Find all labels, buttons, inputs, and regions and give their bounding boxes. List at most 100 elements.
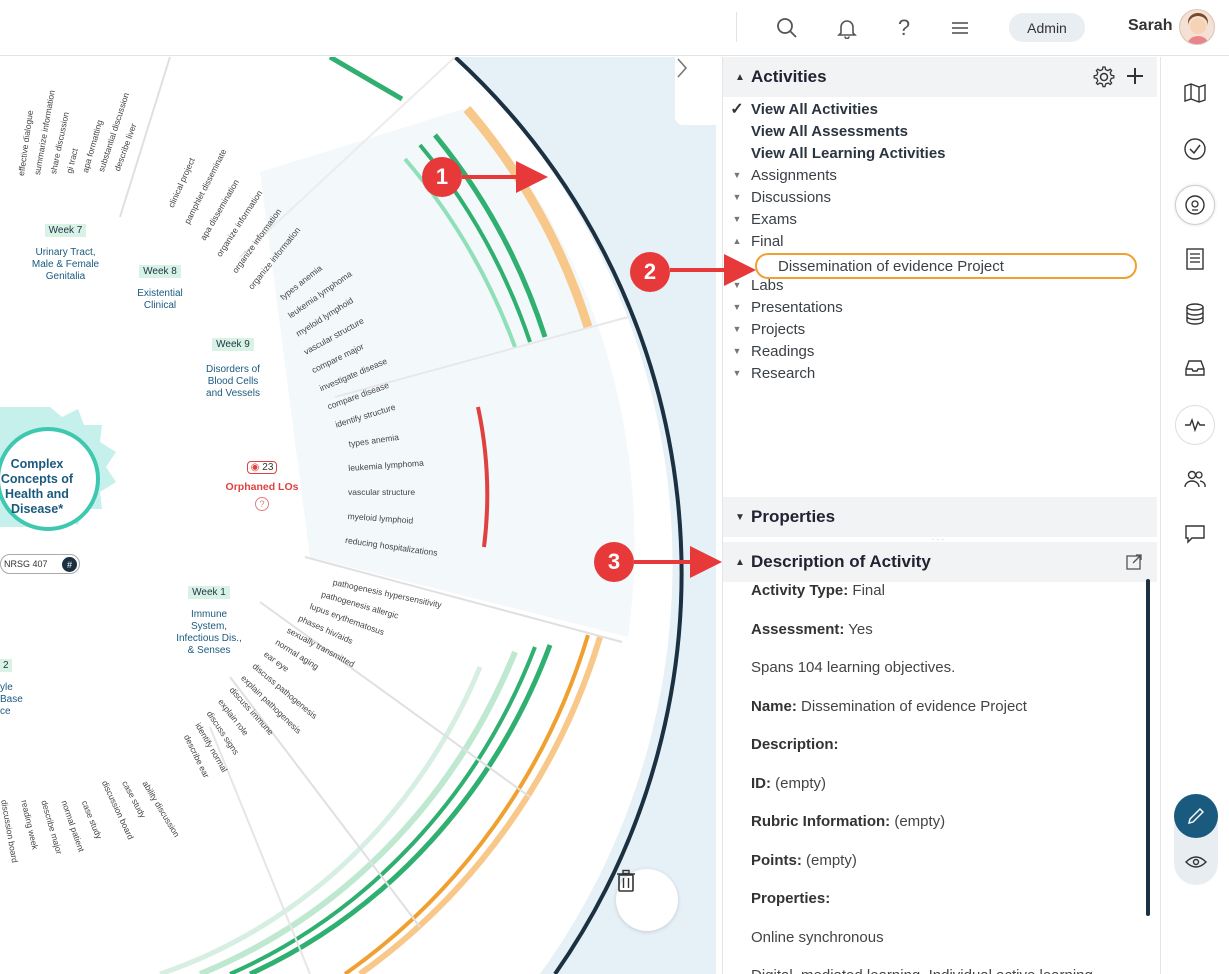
week-topic: Genitalia (45, 271, 86, 282)
week-topic: Existential (137, 288, 183, 299)
description-value: Final (848, 582, 885, 599)
week-9-group[interactable]: Week 9 Disorders of Blood Cells and Vess… (193, 334, 273, 400)
callout-2: 2 (630, 252, 670, 292)
check-icon: ✓ (730, 101, 744, 118)
activity-item[interactable]: View All Learning Activities (723, 142, 1157, 164)
callout-1: 1 (422, 157, 462, 197)
description-line: Rubric Information: (empty) (751, 813, 945, 830)
brain-icon[interactable] (1175, 185, 1215, 225)
view-mode-button[interactable] (1174, 842, 1218, 882)
activity-item[interactable]: ▲Final (723, 230, 1157, 252)
week-badge: 2 (0, 659, 12, 672)
week-badge: Week 1 (188, 586, 230, 599)
description-header[interactable]: ▲ Description of Activity (723, 542, 1157, 582)
activity-item-label: Discussions (751, 188, 832, 206)
help-icon[interactable]: ? (889, 13, 919, 43)
bell-icon[interactable] (832, 13, 862, 43)
week-topic: Clinical (143, 300, 177, 311)
inbox-icon[interactable] (1175, 348, 1215, 388)
activity-item[interactable]: ▼Readings (723, 340, 1157, 362)
activity-item[interactable]: ▼Projects (723, 318, 1157, 340)
description-line: Assessment: Yes (751, 621, 873, 638)
map-icon[interactable] (1175, 73, 1215, 113)
week-8-group[interactable]: Week 8 Existential Clinical (120, 261, 200, 312)
activities-title: Activities (751, 67, 827, 86)
week-7-group[interactable]: Week 7 Urinary Tract, Male & Female Geni… (18, 220, 113, 283)
activity-item[interactable]: ▼ Presentations (723, 296, 1157, 318)
tool-rail (1160, 57, 1229, 974)
properties-title: Properties (751, 507, 836, 526)
week-2-group[interactable]: 2 yle Base ce (0, 655, 30, 718)
activity-item[interactable]: ▼Assignments (723, 164, 1157, 186)
activity-item-label: View All Learning Activities (751, 144, 946, 162)
description-scrollbar[interactable] (1146, 579, 1150, 916)
external-link-icon[interactable] (1125, 553, 1143, 576)
collapsed-triangle-icon: ▼ (732, 302, 742, 312)
week-topic: Male & Female (31, 259, 100, 270)
activity-item[interactable]: ▼Exams (723, 208, 1157, 230)
week-1-group[interactable]: Week 1 Immune System, Infectious Dis., &… (165, 582, 253, 657)
week-topic: yle (0, 682, 13, 693)
description-key: ID: (751, 774, 771, 792)
properties-header[interactable]: ▼ Properties (723, 497, 1157, 537)
orphaned-group[interactable]: ◉ 23 Orphaned LOs ? (212, 457, 312, 512)
collapse-triangle-icon[interactable]: ▲ (735, 556, 745, 568)
course-code-pill[interactable]: NRSG 407 # (0, 554, 80, 574)
collapse-panel-button[interactable] (675, 57, 716, 125)
activity-item[interactable]: ▼Discussions (723, 186, 1157, 208)
mode-toggle (1174, 794, 1218, 885)
week-topic: Base (0, 694, 23, 705)
top-bar: ? Admin Sarah (0, 0, 1229, 56)
description-value: Dissemination of evidence Project (796, 697, 1027, 715)
course-badge: # (62, 557, 77, 572)
expand-triangle-icon[interactable]: ▼ (735, 511, 745, 523)
week-topic: Disorders of (206, 364, 260, 375)
selected-activity-item[interactable]: Dissemination of evidence Project (755, 253, 1137, 279)
avatar[interactable] (1179, 9, 1215, 45)
activity-item-label: View All Assessments (751, 122, 909, 140)
week-topic: ce (0, 706, 11, 717)
collapse-triangle-icon[interactable]: ▲ (735, 71, 745, 83)
objective-label[interactable]: vascular structure (348, 487, 416, 497)
settings-icon[interactable] (1093, 66, 1115, 93)
document-icon[interactable] (1175, 239, 1215, 279)
center-title[interactable]: Complex Concepts of Health and Disease* (0, 457, 74, 517)
menu-icon[interactable] (945, 13, 975, 43)
activities-header[interactable]: ▲ Activities (723, 57, 1157, 97)
resize-handle[interactable]: · · · (931, 535, 945, 544)
description-key: Rubric Information: (751, 813, 891, 830)
collapsed-triangle-icon: ▼ (732, 280, 742, 290)
hidden-eye-icon: ◉ (250, 462, 260, 473)
description-line: Activity Type: Final (751, 582, 885, 599)
database-icon[interactable] (1175, 294, 1215, 334)
description-line: Name: Dissemination of evidence Project (751, 698, 1027, 715)
activity-item-label: Research (751, 364, 816, 382)
plus-icon[interactable] (1125, 66, 1145, 91)
curriculum-map[interactable]: Complex Concepts of Health and Disease* … (0, 57, 716, 974)
week-badge: Week 9 (212, 338, 254, 351)
admin-button[interactable]: Admin (1009, 13, 1085, 42)
users-icon[interactable] (1175, 459, 1215, 499)
user-name[interactable]: Sarah (1128, 17, 1173, 34)
chevron-right-icon (677, 58, 688, 78)
activity-item[interactable]: ▼Research (723, 362, 1157, 384)
pulse-icon[interactable] (1175, 405, 1215, 445)
check-circle-icon[interactable] (1175, 129, 1215, 169)
center-line: Health and (5, 487, 69, 501)
activity-item[interactable]: ✓View All Activities (723, 98, 1157, 120)
edit-mode-button[interactable] (1174, 794, 1218, 838)
description-line: Spans 104 learning objectives. (751, 659, 955, 676)
center-line: Disease* (10, 502, 64, 516)
week-topic: & Senses (187, 645, 231, 656)
trash-button[interactable] (616, 869, 678, 931)
search-icon[interactable] (772, 13, 802, 43)
activity-item-label: Presentations (751, 298, 843, 316)
chat-icon[interactable] (1175, 514, 1215, 554)
collapsed-triangle-icon: ▼ (732, 214, 742, 224)
orphaned-label: Orphaned LOs (225, 481, 299, 493)
orphaned-help-icon[interactable]: ? (255, 497, 269, 511)
activity-item[interactable]: View All Assessments (723, 120, 1157, 142)
expanded-triangle-icon: ▲ (732, 236, 742, 246)
